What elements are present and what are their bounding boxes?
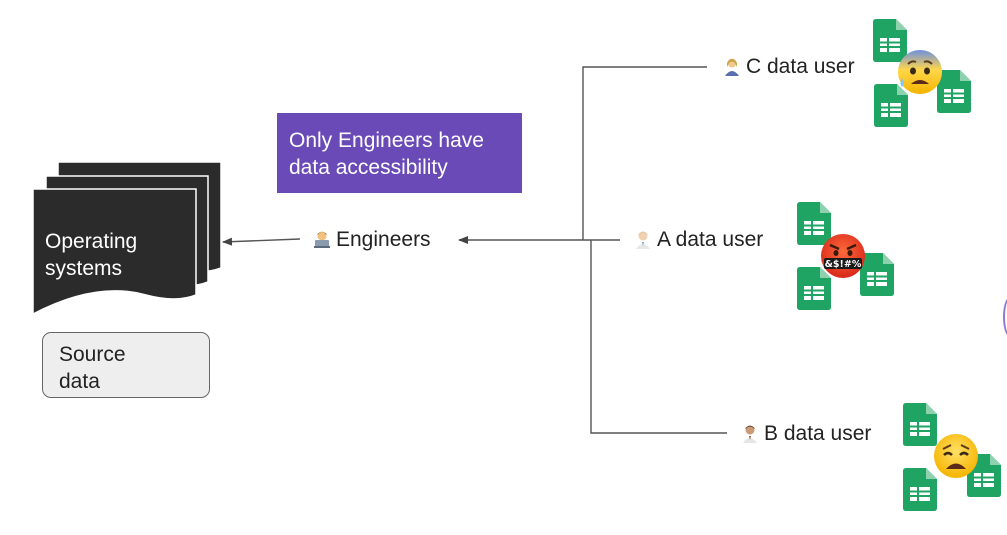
user-node-b: B data user — [740, 421, 871, 447]
user-label-c: C data user — [746, 55, 855, 78]
operating-systems-stack — [32, 161, 222, 316]
spreadsheet-icon — [797, 267, 831, 310]
access-callout: Only Engineers have data accessibility — [277, 113, 522, 193]
spreadsheet-icon — [874, 84, 908, 127]
user-node-c: C data user — [722, 54, 855, 80]
person-emoji — [743, 425, 757, 443]
spreadsheet-icon — [797, 202, 831, 245]
spreadsheet-icon — [860, 253, 894, 296]
connector-c-user — [582, 66, 707, 240]
engineers-node: Engineers — [312, 227, 431, 253]
weary-face-icon — [934, 434, 978, 478]
person-emoji — [636, 231, 650, 249]
cursing-symbols: &$!#% — [825, 259, 862, 270]
engineers-label: Engineers — [336, 228, 431, 251]
anxious-sweat-face-icon — [898, 50, 942, 94]
technologist-emoji — [314, 231, 330, 248]
cursing-face-icon: &$!#% — [821, 234, 865, 278]
user-label-a: A data user — [657, 228, 764, 251]
connector-b-user — [590, 240, 727, 434]
user-label-b: B data user — [764, 422, 872, 445]
source-data-label: Source data — [59, 343, 126, 393]
spreadsheet-icon — [873, 19, 907, 62]
spreadsheet-icon — [937, 70, 971, 113]
operating-systems-label: Operating systems — [45, 230, 138, 280]
user-node-a: A data user — [633, 227, 763, 253]
source-data-box: Source data — [42, 332, 210, 398]
arrow-engineers-to-os — [222, 237, 301, 246]
document-front — [32, 188, 197, 316]
person-emoji — [725, 58, 739, 76]
spreadsheet-icon — [903, 468, 937, 511]
spreadsheet-icon — [903, 403, 937, 446]
